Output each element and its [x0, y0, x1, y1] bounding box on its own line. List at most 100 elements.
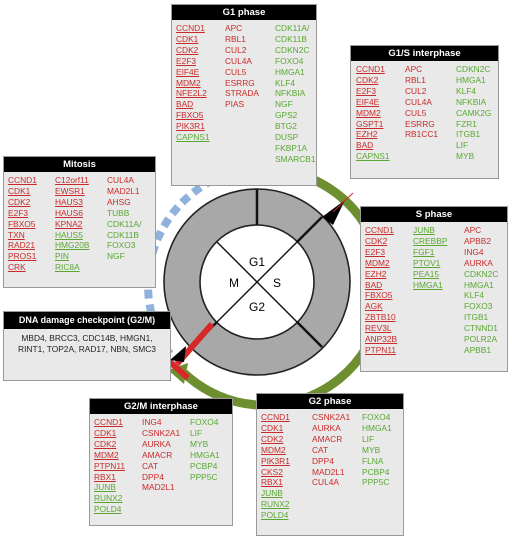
gene-label: CSNK2A1 — [142, 427, 181, 438]
gene-label: REV3L — [365, 323, 392, 334]
gene-label: EWSR1 — [55, 185, 85, 196]
gene-label: MDM2 — [261, 444, 286, 455]
gene-label: MYB — [456, 151, 475, 162]
gene-label: PTPN11 — [365, 344, 397, 355]
gene-label: HMGA1 — [275, 66, 305, 77]
gene-label: CAMK2G — [456, 107, 492, 118]
gene-label: MAD2L1 — [142, 482, 175, 493]
gene-label: CUL5 — [405, 107, 427, 118]
gene-label: RBL1 — [225, 33, 246, 44]
gene-label: CAPNS1 — [176, 132, 210, 143]
gene-label: CDK1 — [94, 427, 117, 438]
label-g1: G1 — [249, 255, 265, 269]
gene-label: DPP4 — [312, 455, 334, 466]
gene-label: FLNA — [362, 455, 384, 466]
gene-label: CDK2 — [8, 196, 31, 207]
gene-label: PCBP4 — [362, 466, 390, 477]
gene-label: FBXO5 — [365, 290, 393, 301]
gene-label: FOXO3 — [107, 240, 136, 251]
gene-label: AGK — [365, 301, 383, 312]
gene-label: APBB1 — [464, 344, 492, 355]
box-dna-damage-checkpoint: DNA damage checkpoint (G2/M) MBD4, BRCC3… — [3, 311, 171, 381]
gene-label: E2F3 — [365, 246, 386, 257]
gene-label: LIF — [190, 427, 203, 438]
gene-label: FOXO4 — [190, 417, 219, 427]
gene-label: MDM2 — [176, 77, 201, 88]
gene-label: HMGA1 — [413, 279, 443, 290]
gene-label: CUL4A — [225, 55, 252, 66]
gene-label: GSPT1 — [356, 118, 384, 129]
gene-label: PPP5C — [190, 471, 218, 482]
gene-label: CDK11A/ — [275, 23, 310, 33]
gene-label: ITGB1 — [456, 129, 481, 140]
gene-label: GPS2 — [275, 110, 298, 121]
gene-label: EIF4E — [356, 96, 380, 107]
gene-label: LIF — [456, 140, 469, 151]
gene-label: EIF4E — [176, 66, 200, 77]
gene-label: CUL4A — [405, 96, 432, 107]
box-title: G2/M interphase — [90, 399, 232, 414]
gene-label: PIK3R1 — [261, 455, 290, 466]
boundary-line-bottom — [296, 321, 323, 348]
label-m: M — [229, 276, 239, 290]
gene-label: CDKN2C — [456, 64, 491, 74]
gene-label: STRADA — [225, 88, 259, 99]
gene-label: CDK11A/ — [107, 218, 142, 229]
gene-label: JUNB — [261, 488, 283, 499]
gene-label: CRK — [8, 262, 26, 273]
gene-label: RB1CC1 — [405, 129, 439, 140]
gene-label: HAUS3 — [55, 196, 83, 207]
gene-label: CDK1 — [176, 33, 199, 44]
gene-label: POLD4 — [261, 510, 289, 521]
gene-label: JUNB — [413, 225, 435, 235]
boundary-line-right — [296, 216, 323, 243]
gene-label: BAD — [356, 140, 374, 151]
gene-label: CUL4A — [312, 477, 339, 488]
gene-label: AURKA — [464, 257, 493, 268]
gene-label: CCND1 — [261, 412, 290, 422]
gene-label: CDK2 — [94, 438, 117, 449]
gene-label: CCND1 — [365, 225, 394, 235]
gene-label: CDK2 — [356, 74, 379, 85]
gene-label: NFKBIA — [275, 88, 306, 99]
gene-label: FGF1 — [413, 246, 435, 257]
gene-label: PIK3R1 — [176, 121, 205, 132]
gene-label: ITGB1 — [464, 312, 489, 323]
gene-label: MDM2 — [94, 449, 119, 460]
gene-label: MDM2 — [356, 107, 381, 118]
gene-label: CUL4A — [107, 175, 134, 185]
gene-label: RBL1 — [405, 74, 426, 85]
gene-label: RBX1 — [261, 477, 283, 488]
gene-label: DUSP — [275, 132, 299, 143]
gene-label: APC — [225, 23, 243, 33]
gene-label: CUL5 — [225, 66, 247, 77]
gene-label: HMGA1 — [456, 74, 486, 85]
gene-label: ESRRG — [225, 77, 255, 88]
gene-label: JUNB — [94, 482, 116, 493]
gene-label: MYB — [362, 444, 381, 455]
gene-label: NFKBIA — [456, 96, 487, 107]
gene-label: CDK1 — [8, 185, 31, 196]
gene-label: CDK2 — [261, 433, 284, 444]
gene-label: FOXO4 — [275, 55, 304, 66]
gene-label: KLF4 — [464, 290, 485, 301]
gene-label: FOXO4 — [362, 412, 391, 422]
gene-label: RUNX2 — [261, 499, 290, 510]
gene-label: TUBB — [107, 207, 130, 218]
gene-label: RBX1 — [94, 471, 116, 482]
gene-label: ING4 — [464, 246, 484, 257]
